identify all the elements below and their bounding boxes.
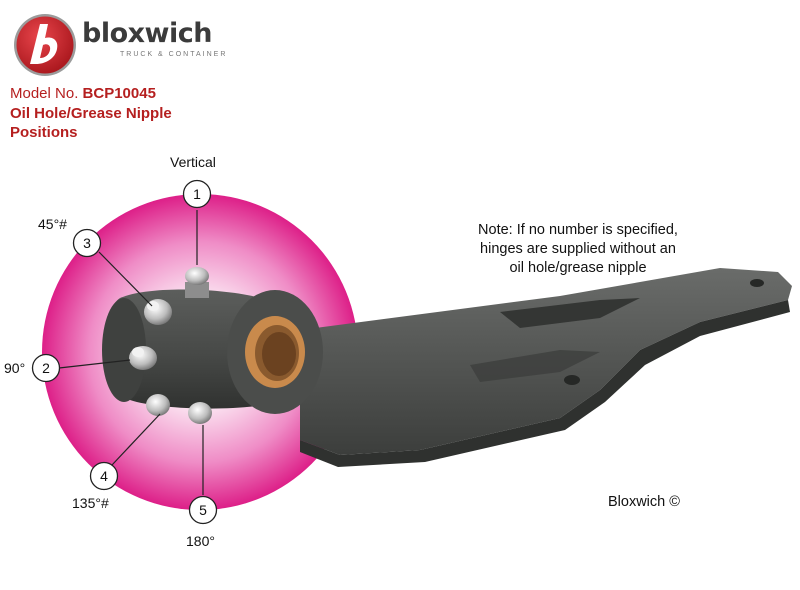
grease-nipple-5: [188, 402, 212, 424]
position-2-label: 90°: [4, 360, 26, 376]
copyright: Bloxwich ©: [608, 494, 680, 510]
bloxwich-logo-icon: [14, 14, 76, 76]
grease-nipple-2: [129, 346, 157, 370]
grease-nipple-1: [185, 267, 209, 298]
title-line-2: Positions: [10, 124, 78, 141]
hinge-arm: [300, 268, 792, 467]
note-line-3: oil hole/grease nipple: [509, 260, 647, 276]
note-text: Note: If no number is specified, hinges …: [448, 221, 708, 278]
model-number: BCP10045: [82, 85, 156, 102]
callout-5-number: 5: [199, 502, 207, 518]
callout-2: 2: [31, 353, 61, 383]
callout-3: 3: [72, 228, 102, 258]
callout-5: 5: [188, 495, 218, 525]
model-prefix: Model No.: [10, 85, 79, 102]
brand-tagline: TRUCK & CONTAINER: [120, 51, 228, 58]
position-1-label: Vertical: [170, 154, 216, 170]
brand-name: bloxwich: [82, 18, 212, 49]
model-number-line: Model No. BCP10045: [10, 86, 156, 101]
title-line-1: Oil Hole/Grease Nipple: [10, 105, 172, 122]
grease-nipple-4: [146, 394, 170, 416]
callout-2-number: 2: [42, 360, 50, 376]
callout-1-number: 1: [193, 186, 201, 202]
callout-1: 1: [182, 179, 212, 209]
note-line-2: hinges are supplied without an: [480, 241, 676, 257]
callout-4-number: 4: [100, 468, 108, 484]
position-3-label: 45°#: [38, 216, 67, 232]
callout-4: 4: [89, 461, 119, 491]
grease-nipples: [129, 267, 212, 424]
position-4-label: 135°#: [72, 495, 109, 511]
position-5-label: 180°: [186, 533, 215, 549]
leader-lines: [58, 210, 204, 495]
callout-3-number: 3: [83, 235, 91, 251]
note-line-1: Note: If no number is specified,: [478, 222, 678, 238]
